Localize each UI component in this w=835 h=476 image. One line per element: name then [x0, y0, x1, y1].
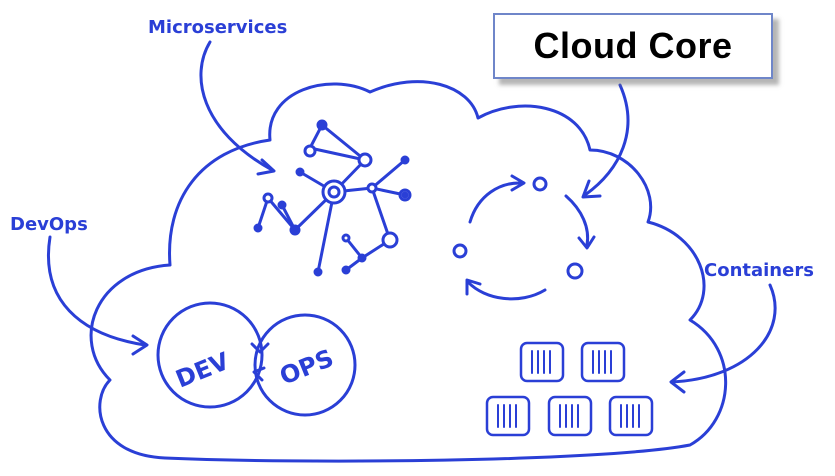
- devops-arrowhead: [131, 334, 149, 356]
- cloud-outline: [89, 80, 728, 463]
- ops-label: OPS: [276, 344, 338, 391]
- devops-label: DevOps: [10, 214, 88, 235]
- microservices-arrowhead: [256, 158, 276, 176]
- dev-label: DEV: [172, 347, 234, 394]
- microservices-label: Microservices: [148, 17, 287, 38]
- cycle-icon: [452, 174, 596, 301]
- cloud-core-title: Cloud Core: [533, 25, 733, 66]
- containers-icon: [485, 341, 654, 437]
- cloud-core-arrow: [583, 83, 630, 197]
- cloud-core-title-box: Cloud Core: [493, 13, 773, 79]
- containers-arrow: [670, 283, 777, 384]
- cloud-core-arrowhead: [581, 179, 602, 199]
- containers-arrowhead: [669, 370, 686, 394]
- containers-label: Containers: [704, 260, 814, 281]
- devops-loop-icon: [156, 301, 357, 417]
- devops-arrow: [47, 235, 147, 347]
- microservices-network-icon: [253, 119, 412, 277]
- microservices-arrow: [199, 40, 274, 172]
